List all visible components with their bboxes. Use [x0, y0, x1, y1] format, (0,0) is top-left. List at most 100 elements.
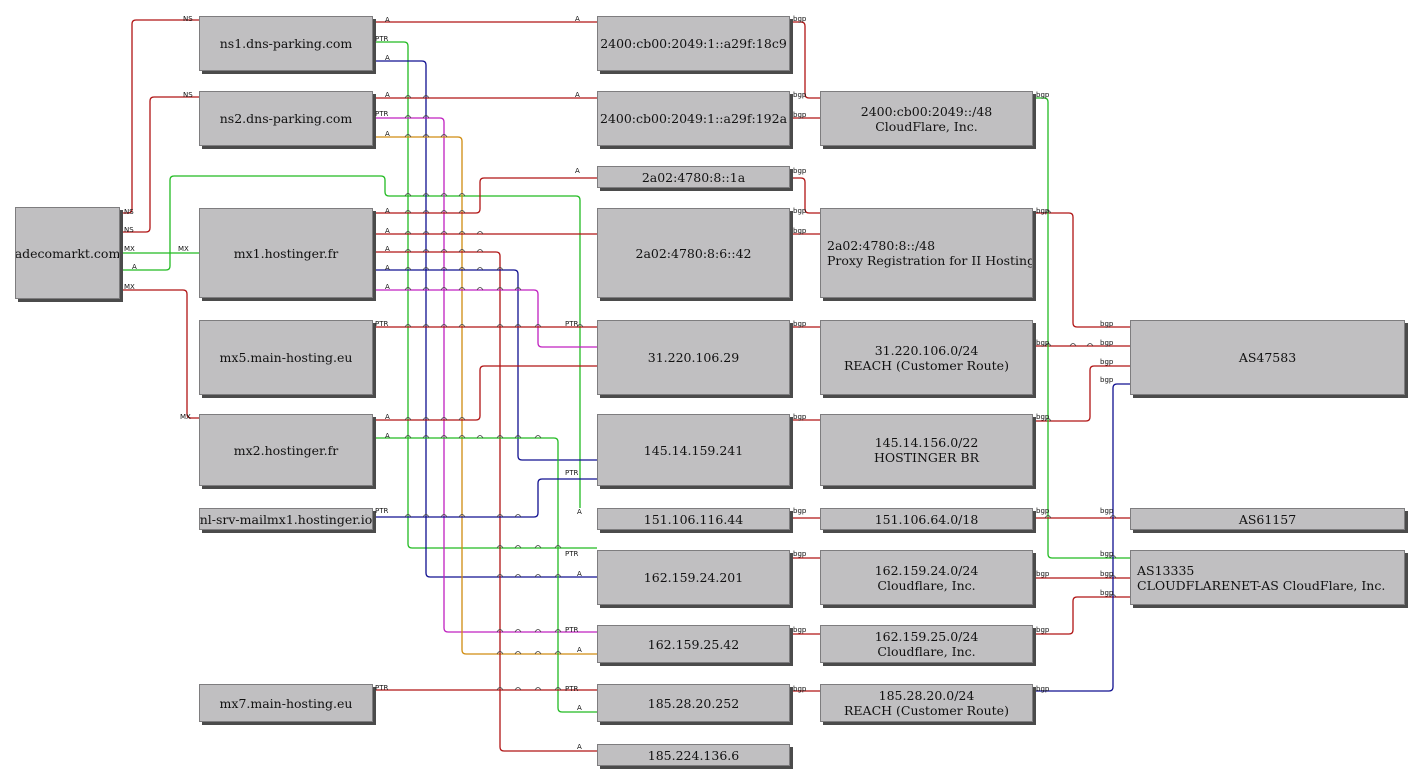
edge-label-bgp: bgp	[1100, 339, 1114, 347]
edge-crossing	[534, 545, 542, 549]
edge-bgp	[1033, 365, 1130, 422]
node-label: 31.220.106.0/24	[874, 342, 979, 358]
node-ip-151[interactable]: 151.106.116.44	[597, 508, 790, 530]
edge-crossing	[476, 435, 484, 439]
node-label: adecomarkt.com	[15, 245, 120, 261]
edge-label-bgp: bgp	[1036, 570, 1050, 578]
edge-label-bgp: bgp	[793, 507, 807, 515]
edge-crossing	[440, 267, 448, 271]
edge-crossing	[422, 115, 430, 119]
node-ip-1a[interactable]: 2a02:4780:8::1a	[597, 166, 790, 188]
node-ip-192a[interactable]: 2400:cb00:2049:1::a29f:192a	[597, 91, 790, 146]
edge-crossing	[458, 417, 466, 421]
edge-label-a: A	[577, 743, 582, 751]
edge-a	[373, 289, 597, 348]
node-ip-42[interactable]: 2a02:4780:8:6::42	[597, 208, 790, 298]
node-label: mx7.main-hosting.eu	[219, 695, 353, 711]
edge-crossing	[534, 435, 542, 439]
edge-label-bgp: bgp	[793, 207, 807, 215]
edge-crossing	[404, 417, 412, 421]
node-as47583[interactable]: AS47583	[1130, 320, 1405, 395]
edge-label-bgp: bgp	[793, 320, 807, 328]
node-mx5[interactable]: mx5.main-hosting.eu	[199, 320, 373, 395]
edge-label-bgp: bgp	[793, 167, 807, 175]
edge-label-ns: NS	[124, 208, 134, 216]
node-ip-18c9[interactable]: 2400:cb00:2049:1::a29f:18c9	[597, 16, 790, 71]
node-mx1[interactable]: mx1.hostinger.fr	[199, 208, 373, 298]
edge-crossing	[514, 514, 522, 518]
edge-crossing	[496, 574, 504, 578]
edge-crossing	[534, 687, 542, 691]
edge-label-bgp: bgp	[1100, 320, 1114, 328]
edge-crossing	[476, 287, 484, 291]
edge-crossing	[440, 134, 448, 138]
edge-ns	[120, 19, 199, 214]
node-label: 162.159.24.0/24	[874, 562, 979, 578]
edge-label-a: A	[385, 413, 390, 421]
node-ip-145[interactable]: 145.14.159.241	[597, 414, 790, 486]
edge-crossing	[458, 287, 466, 291]
edge-crossing	[514, 651, 522, 655]
node-ip-185-28[interactable]: 185.28.20.252	[597, 684, 790, 722]
edge-crossing	[1109, 575, 1117, 579]
edge-crossing	[496, 545, 504, 549]
edge-crossing	[422, 267, 430, 271]
node-mx7[interactable]: mx7.main-hosting.eu	[199, 684, 373, 722]
node-label: HOSTINGER BR	[873, 450, 980, 465]
node-label: 185.224.136.6	[647, 747, 740, 763]
edge-crossing	[404, 134, 412, 138]
node-ip-31[interactable]: 31.220.106.29	[597, 320, 790, 395]
edge-crossing	[496, 514, 504, 518]
edge-a	[120, 175, 581, 508]
edge-crossing	[534, 651, 542, 655]
edge-crossing	[496, 687, 504, 691]
node-ip-162-25[interactable]: 162.159.25.42	[597, 625, 790, 663]
node-label: ns1.dns-parking.com	[219, 36, 353, 51]
edge-label-ns: NS	[124, 226, 134, 234]
edge-label-ptr: PTR	[375, 320, 389, 328]
node-ip-162-24[interactable]: 162.159.24.201	[597, 550, 790, 605]
edge-crossing	[1044, 515, 1052, 519]
edge-crossing	[422, 324, 430, 328]
edge-crossing	[404, 267, 412, 271]
node-mx2[interactable]: mx2.hostinger.fr	[199, 414, 373, 486]
edge-crossing	[1109, 594, 1117, 598]
edge-crossing	[422, 134, 430, 138]
node-ns2[interactable]: ns2.dns-parking.com	[199, 91, 373, 146]
node-ip-185-224[interactable]: 185.224.136.6	[597, 744, 790, 766]
node-adecomarkt[interactable]: adecomarkt.com	[15, 207, 120, 299]
edge-label-a: A	[575, 91, 580, 99]
edge-label-bgp: bgp	[793, 111, 807, 119]
edge-label-mx: MX	[178, 245, 189, 253]
edge-crossing	[422, 231, 430, 235]
edge-crossing	[440, 324, 448, 328]
edge-crossing	[496, 629, 504, 633]
node-label: Cloudflare, Inc.	[877, 644, 976, 659]
edge-bgp	[1033, 212, 1130, 328]
edge-label-a: A	[385, 245, 390, 253]
edge-crossing	[404, 514, 412, 518]
edge-label-bgp: bgp	[1100, 570, 1114, 578]
node-label: 2400:cb00:2049::/48	[860, 103, 993, 119]
edge-ptr	[373, 478, 597, 518]
node-label: 162.159.24.201	[643, 570, 744, 585]
edge-mx	[120, 289, 199, 419]
node-net-151[interactable]: 151.106.64.0/18	[820, 508, 1033, 530]
node-nlsrv[interactable]: nl-srv-mailmx1.hostinger.io	[199, 508, 373, 530]
node-label: CLOUDFLARENET-AS CloudFlare, Inc.	[1137, 577, 1386, 593]
edge-crossing	[440, 193, 448, 197]
node-as61157[interactable]: AS61157	[1130, 508, 1405, 530]
edge-label-bgp: bgp	[1036, 626, 1050, 634]
node-ns1[interactable]: ns1.dns-parking.com	[199, 16, 373, 71]
edge-crossing	[422, 193, 430, 197]
edge-label-bgp: bgp	[1100, 358, 1114, 366]
node-label: 162.159.25.42	[647, 636, 740, 652]
